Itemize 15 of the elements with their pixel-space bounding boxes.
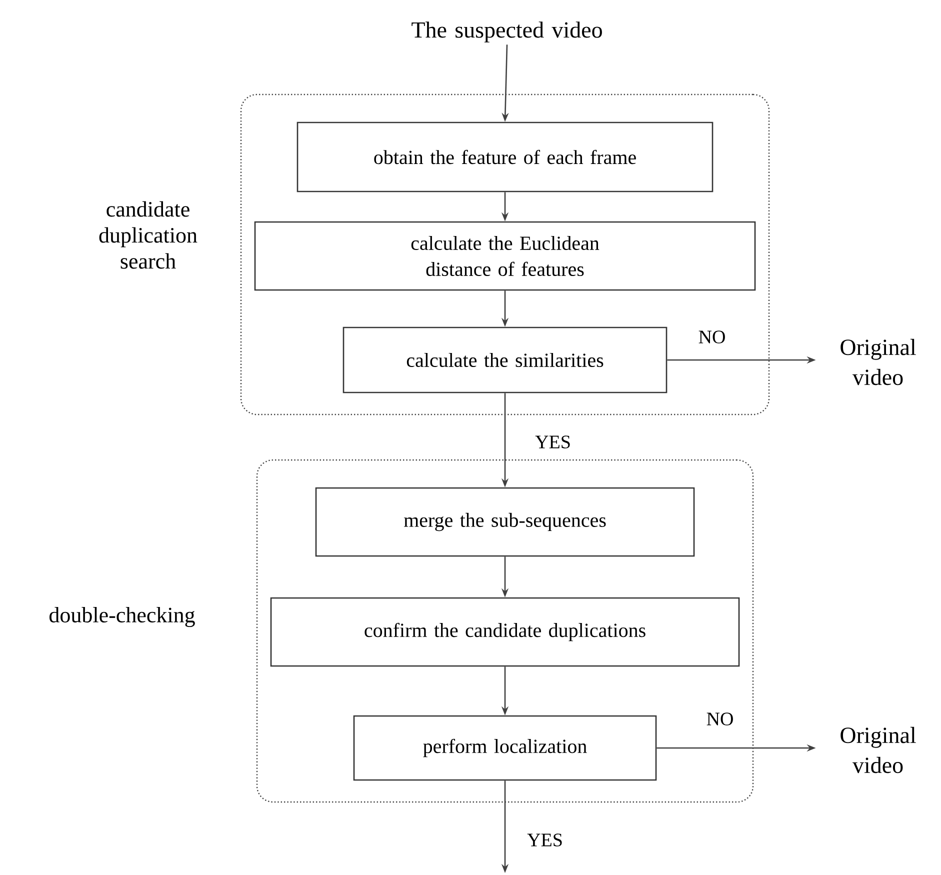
terminal-text: Original video — [840, 338, 916, 386]
terminal-text: The suspected video — [412, 22, 602, 42]
process-box: obtain the feature of each frame — [296, 122, 714, 192]
terminal-text: Original video — [840, 726, 916, 774]
group-heading: candidate duplication search — [99, 201, 198, 269]
process-box: confirm the candidate duplications — [270, 597, 740, 667]
process-box: perform localization — [353, 715, 657, 781]
edge-label: NO — [705, 712, 735, 726]
process-box: calculate the Euclidean distance of features — [254, 221, 756, 291]
edge-label: YES — [526, 832, 564, 848]
process-box: calculate the similarities — [342, 326, 668, 394]
edge-label: YES — [534, 434, 572, 450]
process-box: merge the sub-sequences — [315, 487, 695, 557]
group-heading: double-checking — [50, 607, 195, 628]
edge-label: NO — [697, 330, 727, 344]
